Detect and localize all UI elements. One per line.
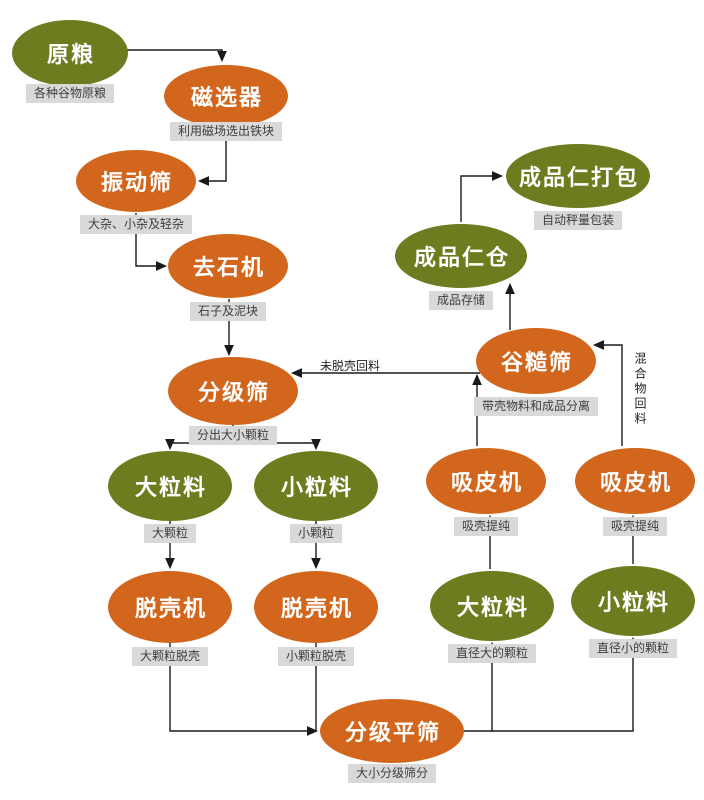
node-label: 成品仁打包	[518, 166, 639, 191]
node-magnetic-separator: 磁选器	[164, 65, 288, 127]
note-husk-aspirator-left: 吸壳提纯	[453, 517, 519, 536]
node-label: 脱壳机	[280, 597, 353, 622]
node-kernel-bin: 成品仁仓	[395, 224, 527, 288]
node-label: 分级筛	[197, 381, 270, 406]
node-raw-grain: 原粮	[12, 20, 128, 86]
node-sheller-left: 脱壳机	[108, 571, 232, 643]
annotation-mixture-return: 混合物回料	[633, 352, 647, 427]
node-label: 成品仁仓	[413, 246, 510, 271]
node-small-particles-right: 小粒料	[571, 566, 695, 636]
note-grading-sieve: 分出大小颗粒	[188, 426, 278, 445]
node-grading-sieve: 分级筛	[168, 357, 298, 425]
node-paddy-kernel-sieve: 谷糙筛	[476, 328, 596, 394]
node-label: 原粮	[46, 43, 95, 68]
node-label: 分级平筛	[344, 721, 441, 746]
note-vibrating-screen: 大杂、小杂及轻杂	[79, 215, 193, 234]
note-raw-grain: 各种谷物原粮	[25, 84, 115, 103]
node-label: 吸皮机	[450, 471, 523, 496]
note-destoner: 石子及泥块	[189, 302, 267, 321]
node-large-particles-right: 大粒料	[430, 571, 554, 641]
note-husk-aspirator-right: 吸壳提纯	[602, 517, 668, 536]
node-husk-aspirator-right: 吸皮机	[575, 448, 695, 514]
note-kernel-bin: 成品存储	[428, 291, 494, 310]
node-large-particles-left: 大粒料	[108, 451, 232, 521]
note-grading-flat-sieve: 大小分级筛分	[347, 764, 437, 783]
note-large-particles-right: 直径大的颗粒	[447, 644, 537, 663]
note-magnetic-separator: 利用磁场选出铁块	[169, 122, 283, 141]
node-label: 振动筛	[100, 171, 173, 196]
note-kernel-packing: 自动秤量包装	[533, 211, 623, 230]
node-label: 去石机	[192, 256, 265, 281]
node-label: 吸皮机	[599, 471, 672, 496]
note-small-particles-left: 小颗粒	[289, 524, 343, 543]
note-paddy-kernel-sieve: 带壳物料和成品分离	[473, 397, 599, 416]
node-label: 大粒料	[456, 596, 529, 621]
node-label: 磁选器	[190, 86, 263, 111]
node-destoner: 去石机	[168, 234, 288, 298]
note-large-particles-left: 大颗粒	[143, 524, 197, 543]
node-label: 谷糙筛	[500, 351, 573, 376]
node-small-particles-left: 小粒料	[254, 451, 378, 521]
node-label: 脱壳机	[134, 597, 207, 622]
node-vibrating-screen: 振动筛	[76, 150, 196, 212]
note-sheller-left: 大颗粒脱壳	[131, 647, 209, 666]
node-grading-flat-sieve: 分级平筛	[320, 699, 464, 763]
node-label: 小粒料	[280, 476, 353, 501]
node-sheller-right: 脱壳机	[254, 571, 378, 643]
note-sheller-right: 小颗粒脱壳	[277, 647, 355, 666]
note-small-particles-right: 直径小的颗粒	[588, 639, 678, 658]
node-husk-aspirator-left: 吸皮机	[426, 448, 546, 514]
node-kernel-packing: 成品仁打包	[506, 144, 650, 208]
annotation-unshelled-return: 未脱壳回料	[319, 359, 381, 373]
node-label: 大粒料	[134, 476, 207, 501]
node-label: 小粒料	[597, 591, 670, 616]
